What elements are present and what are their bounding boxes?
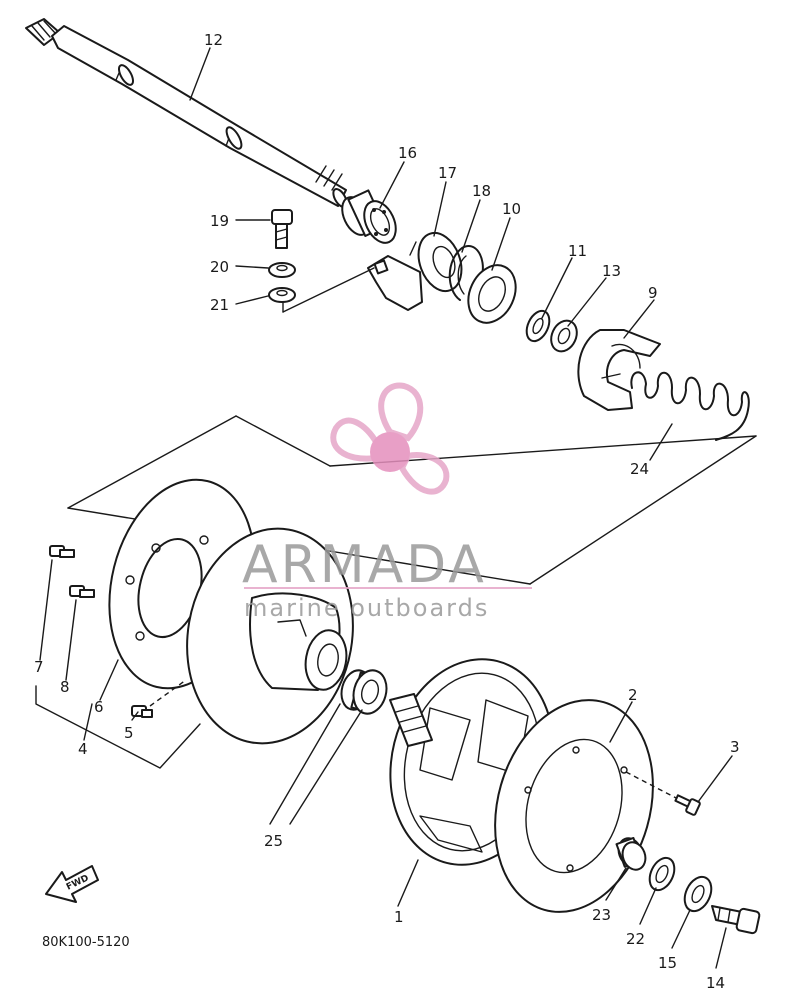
bolt-19 <box>271 209 293 249</box>
callout-13: 13 <box>602 262 621 280</box>
bearing <box>341 189 397 244</box>
callout-4: 4 <box>78 740 88 758</box>
callout-20: 20 <box>210 258 229 276</box>
callout-9: 9 <box>648 284 658 302</box>
washer-13 <box>550 319 578 353</box>
callout-25: 25 <box>264 832 283 850</box>
propeller-shaft <box>25 18 348 209</box>
propeller-logo-icon <box>330 382 450 495</box>
spacer <box>615 836 647 871</box>
callout-1: 1 <box>394 908 404 926</box>
forward-arrow-icon: FWD <box>45 865 99 903</box>
spring <box>630 371 750 441</box>
washer-15 <box>683 875 713 913</box>
diagram-code: 80K100-5120 <box>42 935 130 950</box>
washer-22 <box>648 856 676 892</box>
leader-lines <box>39 47 733 969</box>
bolt-5 <box>131 705 153 718</box>
washer-11 <box>525 309 551 343</box>
drive-cam <box>577 329 661 411</box>
callout-11: 11 <box>568 242 587 260</box>
callout-10: 10 <box>502 200 521 218</box>
callout-18: 18 <box>472 182 491 200</box>
washer-21 <box>268 287 296 303</box>
bolt-3 <box>674 794 701 816</box>
group-bracket-4 <box>35 685 201 769</box>
callout-12: 12 <box>204 31 223 49</box>
callout-8: 8 <box>60 678 70 696</box>
outer-plate <box>494 699 681 913</box>
callout-6: 6 <box>94 698 104 716</box>
watermark-brand: ARMADA <box>242 535 487 595</box>
callout-24: 24 <box>630 460 649 478</box>
callout-19: 19 <box>210 212 229 230</box>
callout-16: 16 <box>398 144 417 162</box>
watermark-tagline: marine outboards <box>244 594 489 622</box>
bolt-7 <box>49 545 75 558</box>
callout-14: 14 <box>706 974 725 992</box>
bolt-14 <box>711 905 761 935</box>
bracket-housing <box>367 231 463 311</box>
bolt-8 <box>69 585 95 598</box>
washer-20 <box>268 262 296 278</box>
callout-22: 22 <box>626 930 645 948</box>
callout-23: 23 <box>592 906 611 924</box>
callout-numbers: 12 16 17 18 10 19 20 21 11 13 9 24 7 8 6… <box>34 31 740 992</box>
callout-7: 7 <box>34 658 44 676</box>
washer-10 <box>467 264 517 324</box>
snap-ring <box>448 245 484 301</box>
callout-15: 15 <box>658 954 677 972</box>
callout-21: 21 <box>210 296 229 314</box>
callout-17: 17 <box>438 164 457 182</box>
callout-3: 3 <box>730 738 740 756</box>
callout-5: 5 <box>124 724 134 742</box>
bushing <box>340 669 388 715</box>
callout-2: 2 <box>628 686 638 704</box>
hub-disc <box>149 527 354 745</box>
armada-watermark: ARMADA marine outboards <box>242 382 532 622</box>
